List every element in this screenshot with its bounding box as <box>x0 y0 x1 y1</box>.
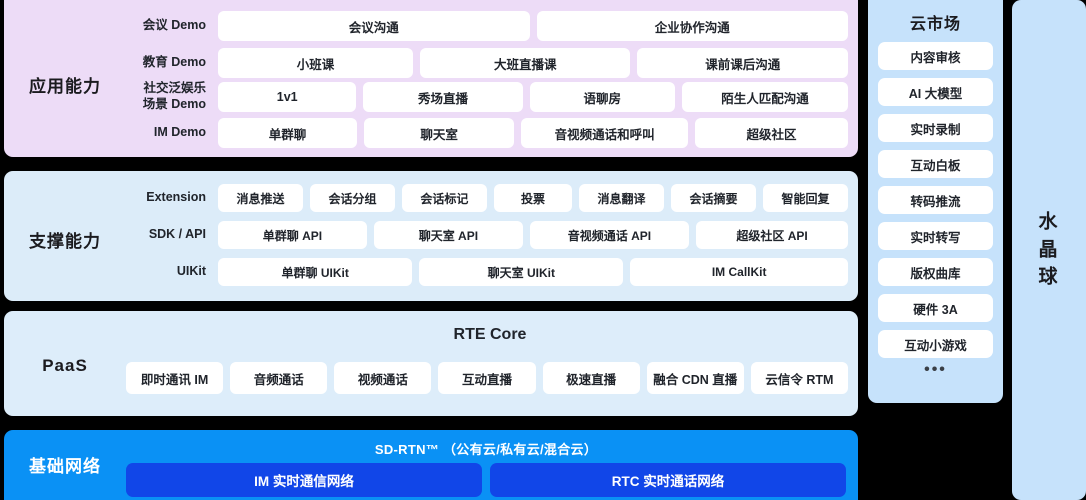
section-label-paas: PaaS <box>42 356 88 375</box>
application-row-social: 社交泛娱乐 场景 Demo 1v1 秀场直播 语聊房 陌生人匹配沟通 <box>132 81 848 112</box>
section-label-application: 应用能力 <box>29 77 101 96</box>
cell-meeting-communication[interactable]: 会议沟通 <box>218 11 530 41</box>
cell-1v1[interactable]: 1v1 <box>218 82 357 112</box>
market-more-ellipsis[interactable]: ••• <box>924 361 947 378</box>
market-item-interactive-whiteboard[interactable]: 互动白板 <box>878 150 993 178</box>
support-row-extension-cells: 消息推送 会话分组 会话标记 投票 消息翻译 会话摘要 智能回复 <box>218 184 848 212</box>
row-label-meeting-demo: 会议 Demo <box>142 18 206 33</box>
application-rows: 会议 Demo 会议沟通 企业协作沟通 教育 Demo 小班课 大班直播课 课前… <box>132 0 848 157</box>
section-label-support: 支撑能力 <box>29 232 101 251</box>
section-paas: PaaS RTE Core 即时通讯 IM 音频通话 视频通话 互动直播 极速直… <box>4 311 858 416</box>
cell-show-live[interactable]: 秀场直播 <box>363 82 523 112</box>
cell-audio-call[interactable]: 音频通话 <box>230 362 328 394</box>
row-label-uikit: UIKit <box>176 264 206 279</box>
cell-large-live-class[interactable]: 大班直播课 <box>419 48 631 78</box>
paas-title-rte-core: RTE Core <box>453 326 527 343</box>
market-item-licensed-music-library[interactable]: 版权曲库 <box>878 258 993 286</box>
support-row-sdk-api: SDK / API 单群聊 API 聊天室 API 音视频通话 API 超级社区… <box>132 221 849 249</box>
cell-video-call[interactable]: 视频通话 <box>334 362 432 394</box>
crystal-ball-label: 水 晶 球 <box>1038 211 1060 288</box>
application-row-education-cells: 小班课 大班直播课 课前课后沟通 <box>218 48 848 78</box>
cell-conversation-marking[interactable]: 会话标记 <box>401 184 487 212</box>
cell-single-group-chat-api[interactable]: 单群聊 API <box>218 221 367 249</box>
cell-rtc-realtime-network[interactable]: RTC 实时通话网络 <box>490 463 846 497</box>
support-rows: Extension 消息推送 会话分组 会话标记 投票 消息翻译 会话摘要 智能… <box>132 171 849 301</box>
cell-single-group-chat-uikit[interactable]: 单群聊 UIKit <box>218 258 413 286</box>
market-item-interactive-minigames[interactable]: 互动小游戏 <box>878 330 993 358</box>
cell-fused-cdn-live[interactable]: 融合 CDN 直播 <box>646 362 744 394</box>
cell-cloud-signaling-rtm[interactable]: 云信令 RTM <box>750 362 848 394</box>
paas-cells: 即时通讯 IM 音频通话 视频通话 互动直播 极速直播 融合 CDN 直播 云信… <box>126 362 848 394</box>
cell-voting[interactable]: 投票 <box>493 184 573 212</box>
section-crystal-ball: 水 晶 球 <box>1012 0 1086 500</box>
cell-instant-messaging-im[interactable]: 即时通讯 IM <box>126 362 224 394</box>
section-cloud-market: 云市场 内容审核 AI 大模型 实时录制 互动白板 转码推流 实时转写 版权曲库… <box>868 0 1003 403</box>
cell-chatroom-api[interactable]: 聊天室 API <box>373 221 523 249</box>
market-item-realtime-transcription[interactable]: 实时转写 <box>878 222 993 250</box>
cell-super-community-api[interactable]: 超级社区 API <box>696 221 849 249</box>
application-row-meeting: 会议 Demo 会议沟通 企业协作沟通 <box>132 11 848 41</box>
support-row-uikit-cells: 单群聊 UIKit 聊天室 UIKit IM CallKit <box>218 258 848 286</box>
section-label-base-network: 基础网络 <box>29 457 101 476</box>
application-row-meeting-cells: 会议沟通 企业协作沟通 <box>218 11 848 41</box>
cloud-market-title: 云市场 <box>909 16 961 33</box>
network-title-sd-rtn: SD-RTN™ （公有云/私有云/混合云） <box>374 442 598 457</box>
network-cells: IM 实时通信网络 RTC 实时通话网络 <box>126 463 846 497</box>
cell-chatroom[interactable]: 聊天室 <box>364 118 515 148</box>
cell-fast-live[interactable]: 极速直播 <box>542 362 640 394</box>
section-application-capability: 应用能力 会议 Demo 会议沟通 企业协作沟通 教育 Demo 小班课 大班直… <box>4 0 858 157</box>
cell-small-class[interactable]: 小班课 <box>218 48 413 78</box>
cell-av-call-and-ringing[interactable]: 音视频通话和呼叫 <box>521 118 689 148</box>
cell-enterprise-collaboration[interactable]: 企业协作沟通 <box>536 11 848 41</box>
support-row-uikit: UIKit 单群聊 UIKit 聊天室 UIKit IM CallKit <box>132 258 848 286</box>
support-row-extension: Extension 消息推送 会话分组 会话标记 投票 消息翻译 会话摘要 智能… <box>132 184 848 212</box>
application-row-education: 教育 Demo 小班课 大班直播课 课前课后沟通 <box>132 48 848 78</box>
cell-im-callkit[interactable]: IM CallKit <box>630 258 848 286</box>
cell-pre-post-class-communication[interactable]: 课前课后沟通 <box>637 48 848 78</box>
cell-conversation-grouping[interactable]: 会话分组 <box>309 184 395 212</box>
row-label-sdk-api: SDK / API <box>148 227 206 242</box>
section-support-capability: 支撑能力 Extension 消息推送 会话分组 会话标记 投票 消息翻译 会话… <box>4 171 858 301</box>
support-row-sdk-api-cells: 单群聊 API 聊天室 API 音视频通话 API 超级社区 API <box>218 221 849 249</box>
market-item-realtime-recording[interactable]: 实时录制 <box>878 114 993 142</box>
cell-single-group-chat[interactable]: 单群聊 <box>218 118 358 148</box>
cell-av-call-api[interactable]: 音视频通话 API <box>529 221 690 249</box>
row-label-education-demo: 教育 Demo <box>142 55 206 70</box>
cell-super-community[interactable]: 超级社区 <box>695 118 848 148</box>
cell-stranger-matching[interactable]: 陌生人匹配沟通 <box>681 82 848 112</box>
cell-im-realtime-network[interactable]: IM 实时通信网络 <box>126 463 482 497</box>
row-label-social-demo: 社交泛娱乐 场景 Demo <box>142 81 206 111</box>
cell-conversation-summary[interactable]: 会话摘要 <box>671 184 757 212</box>
market-item-transcode-push[interactable]: 转码推流 <box>878 186 993 214</box>
market-item-hardware-3a[interactable]: 硬件 3A <box>878 294 993 322</box>
section-base-network: 基础网络 SD-RTN™ （公有云/私有云/混合云） IM 实时通信网络 RTC… <box>4 430 858 500</box>
market-item-ai-large-model[interactable]: AI 大模型 <box>878 78 993 106</box>
row-label-im-demo: IM Demo <box>153 125 206 140</box>
market-item-content-moderation[interactable]: 内容审核 <box>878 42 993 70</box>
cell-smart-reply[interactable]: 智能回复 <box>763 184 848 212</box>
cell-voice-chat-room[interactable]: 语聊房 <box>529 82 675 112</box>
cell-interactive-live[interactable]: 互动直播 <box>438 362 536 394</box>
application-row-social-cells: 1v1 秀场直播 语聊房 陌生人匹配沟通 <box>218 82 848 112</box>
cell-chatroom-uikit[interactable]: 聊天室 UIKit <box>419 258 624 286</box>
row-label-extension: Extension <box>146 190 206 205</box>
cell-message-translation[interactable]: 消息翻译 <box>579 184 665 212</box>
application-row-im: IM Demo 单群聊 聊天室 音视频通话和呼叫 超级社区 <box>132 118 848 148</box>
cell-message-push[interactable]: 消息推送 <box>218 184 303 212</box>
application-row-im-cells: 单群聊 聊天室 音视频通话和呼叫 超级社区 <box>218 118 848 148</box>
